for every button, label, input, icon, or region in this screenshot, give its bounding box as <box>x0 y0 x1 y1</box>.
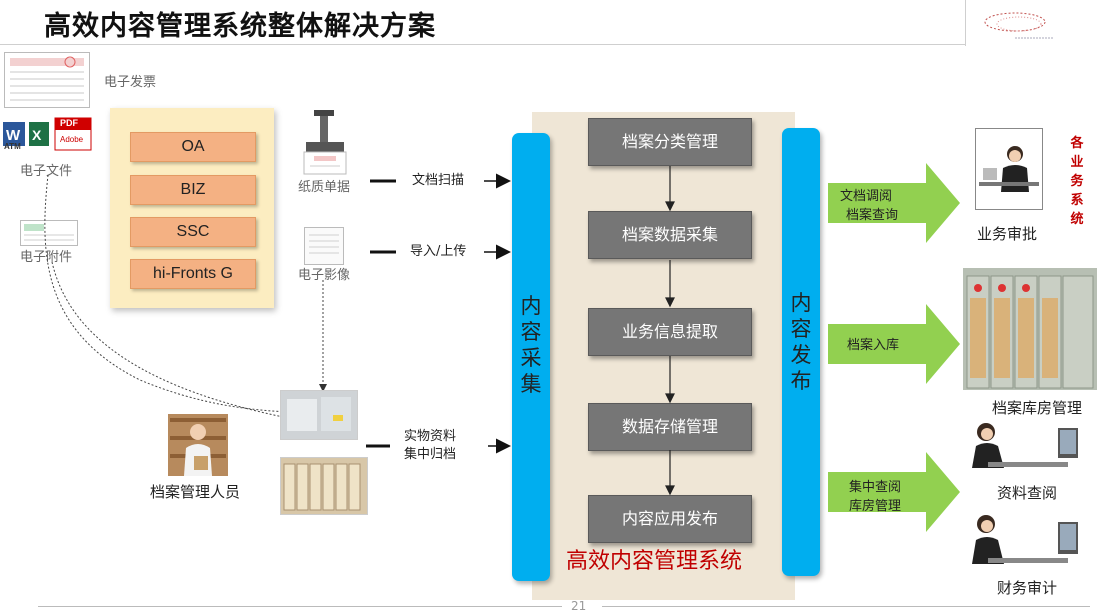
archivist-label: 档案管理人员 <box>150 483 241 501</box>
step-data-storage: 数据存储管理 <box>588 403 752 451</box>
system-item-hi-fronts: hi-Fronts G <box>130 259 256 289</box>
page-title: 高效内容管理系统整体解决方案 <box>44 11 436 42</box>
step-archive-classification: 档案分类管理 <box>588 118 752 166</box>
target-label-warehouse: 档案库房管理 <box>992 399 1083 417</box>
system-item-oa: OA <box>130 132 256 162</box>
flow-label-upload: 导入/上传 <box>410 244 467 259</box>
svg-text:X: X <box>32 127 42 143</box>
step-content-publishing: 内容应用发布 <box>588 495 752 543</box>
collect-bar-text: 内容采集 <box>512 133 550 397</box>
attachment-thumbnail <box>20 220 78 246</box>
step-business-info-extraction: 业务信息提取 <box>588 308 752 356</box>
output-label-2: 档案入库 <box>847 338 900 353</box>
target-label-audit: 业务审批 <box>977 225 1038 243</box>
paper-receipt-label: 纸质单据 <box>298 180 351 195</box>
footer-rule-left <box>38 606 562 607</box>
output-arrow-2 <box>828 304 960 384</box>
header-separator <box>965 0 966 46</box>
electronic-image-label: 电子影像 <box>298 268 351 283</box>
atm-badge-text: ATM <box>4 142 21 151</box>
adobe-badge-text: Adobe <box>60 135 84 144</box>
finance-audit-photo <box>972 515 1078 564</box>
attachment-label: 电子附件 <box>20 250 73 265</box>
collect-bar-char: 内 <box>520 294 542 318</box>
efile-label: 电子文件 <box>20 164 73 179</box>
output-label-3a: 集中查阅 <box>849 480 902 495</box>
archivist-photo <box>168 414 228 476</box>
publish-bar-char: 布 <box>790 369 812 393</box>
publish-bar-char: 发 <box>790 343 812 367</box>
publish-bar-char: 容 <box>790 317 812 341</box>
invoice-thumbnail <box>4 52 90 108</box>
title-divider <box>0 44 965 45</box>
data-lookup-photo <box>972 423 1078 468</box>
input-arrows <box>366 173 511 454</box>
output-arrow-1 <box>828 163 960 243</box>
process-flow-arrows <box>665 166 675 496</box>
flow-label-physical-1: 实物资料 <box>404 429 457 444</box>
target-label-finance: 财务审计 <box>997 579 1058 597</box>
word-file-icon: W <box>3 122 25 146</box>
publish-bar-text: 内容发布 <box>782 128 820 394</box>
publish-bar-char: 内 <box>790 291 812 315</box>
page-number: 21 <box>571 599 587 613</box>
pdf-file-icon <box>54 117 92 151</box>
business-systems-label: 各业务系统 <box>1070 136 1084 227</box>
content-collection-bar: 内容采集 <box>512 133 550 581</box>
archive-boxes-photo <box>280 457 368 515</box>
file-type-icons: W X PDF Adobe ATM <box>2 117 94 153</box>
document-scanner-icon <box>303 110 347 175</box>
output-label-1b: 档案查询 <box>846 208 899 223</box>
invoice-label: 电子发票 <box>104 75 157 90</box>
svg-text:W: W <box>6 127 21 144</box>
step-archive-data-collection: 档案数据采集 <box>588 211 752 259</box>
flow-label-scan: 文档扫描 <box>412 173 465 188</box>
system-item-biz: BIZ <box>130 175 256 205</box>
output-label-1a: 文档调阅 <box>840 189 893 204</box>
output-arrow-3 <box>828 452 960 532</box>
brand-logo-icon <box>984 12 1053 39</box>
footer-rule-right <box>602 606 1090 607</box>
collect-bar-char: 采 <box>520 346 542 370</box>
electronic-image-thumbnail <box>304 227 344 265</box>
output-label-3b: 库房管理 <box>849 499 902 514</box>
collect-bar-char: 容 <box>520 320 542 344</box>
source-systems-panel: OA BIZ SSC hi-Fronts G <box>110 108 274 308</box>
archive-folders-photo <box>280 390 358 440</box>
content-publish-bar: 内容发布 <box>782 128 820 576</box>
system-item-ssc: SSC <box>130 217 256 247</box>
flow-label-physical-2: 集中归档 <box>404 447 457 462</box>
excel-file-icon: X <box>29 122 49 146</box>
collect-bar-char: 集 <box>520 372 542 396</box>
pdf-badge-text: PDF <box>60 118 78 128</box>
system-caption: 高效内容管理系统 <box>566 549 743 574</box>
business-approval-photo <box>975 128 1043 210</box>
archive-warehouse-photo <box>963 268 1097 390</box>
target-label-lookup: 资料查阅 <box>997 484 1058 502</box>
